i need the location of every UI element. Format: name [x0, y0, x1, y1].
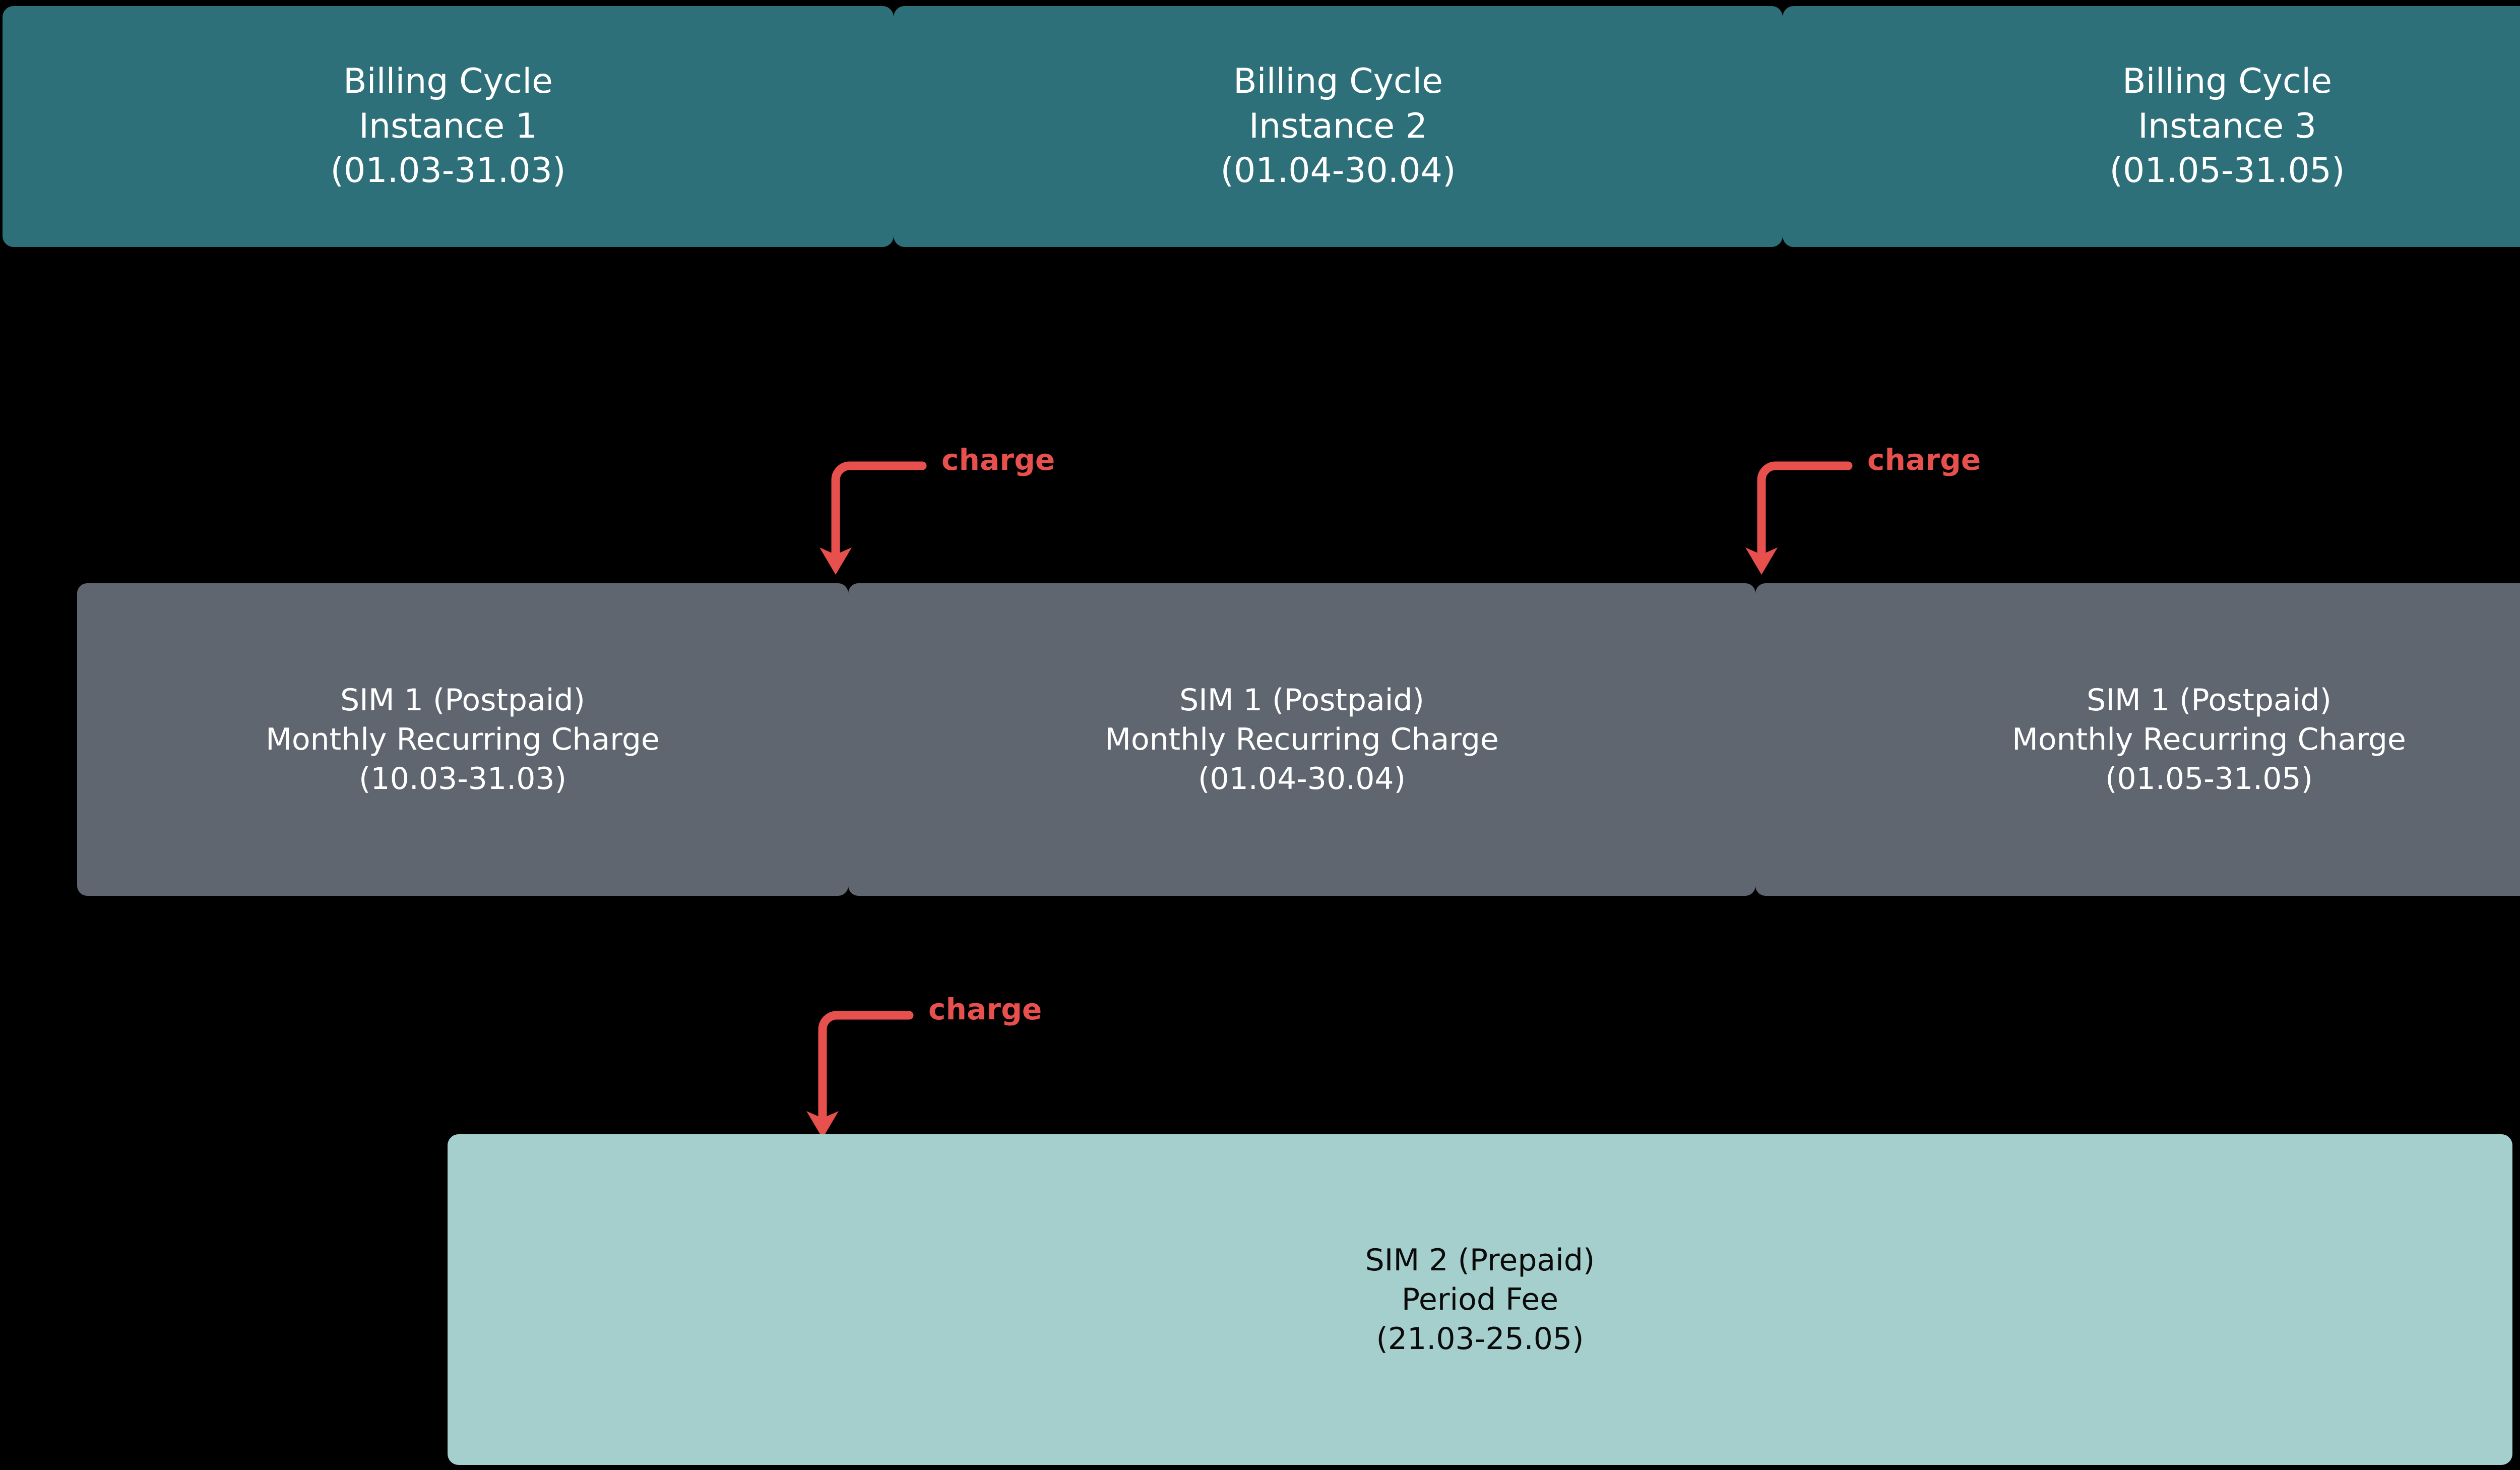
billing-cycle-title: Billing Cycle — [343, 62, 553, 102]
billing-cycle-instance: Instance 1 — [358, 106, 538, 146]
sim2-title: SIM 2 (Prepaid) — [1365, 1243, 1595, 1278]
billing-cycle-period: (01.05-31.05) — [2109, 151, 2345, 191]
sim2-charge-name: Period Fee — [1401, 1282, 1559, 1317]
billing-cycle-instance: Instance 3 — [2137, 106, 2317, 146]
sim1-charge-2: SIM 1 (Postpaid) Monthly Recurring Charg… — [848, 583, 1755, 896]
sim1-period: (01.05-31.05) — [2105, 761, 2313, 797]
sim1-period: (10.03-31.03) — [358, 761, 566, 797]
sim1-period: (01.04-30.04) — [1198, 761, 1406, 797]
sim1-charge-name: Monthly Recurring Charge — [2012, 722, 2406, 757]
charge-label-2: charge — [1867, 443, 1981, 477]
sim1-charge-name: Monthly Recurring Charge — [1105, 722, 1499, 757]
billing-cycle-instance-2: Billing Cycle Instance 2 (01.04-30.04) — [894, 6, 1783, 247]
billing-cycle-instance-1: Billing Cycle Instance 1 (01.03-31.03) — [3, 6, 894, 247]
billing-cycle-period: (01.03-31.03) — [330, 151, 566, 191]
billing-cycle-instance: Instance 2 — [1248, 106, 1428, 146]
billing-cycle-title: Billing Cycle — [1233, 62, 1443, 102]
sim1-charge-name: Monthly Recurring Charge — [266, 722, 660, 757]
billing-cycle-title: Billing Cycle — [2122, 62, 2332, 102]
charge-label-4: charge — [928, 992, 1042, 1026]
sim2-period-fee: SIM 2 (Prepaid) Period Fee (21.03-25.05) — [448, 1134, 2512, 1465]
sim1-title: SIM 1 (Postpaid) — [1179, 683, 1424, 718]
sim1-title: SIM 1 (Postpaid) — [2087, 683, 2332, 718]
billing-cycle-period: (01.04-30.04) — [1220, 151, 1456, 191]
sim2-period: (21.03-25.05) — [1376, 1321, 1584, 1357]
sim1-title: SIM 1 (Postpaid) — [340, 683, 585, 718]
billing-cycle-instance-3: Billing Cycle Instance 3 (01.05-31.05) — [1783, 6, 2520, 247]
sim1-charge-3: SIM 1 (Postpaid) Monthly Recurring Charg… — [1755, 583, 2520, 896]
charge-label-1: charge — [941, 443, 1055, 477]
sim1-charge-1: SIM 1 (Postpaid) Monthly Recurring Charg… — [77, 583, 848, 896]
